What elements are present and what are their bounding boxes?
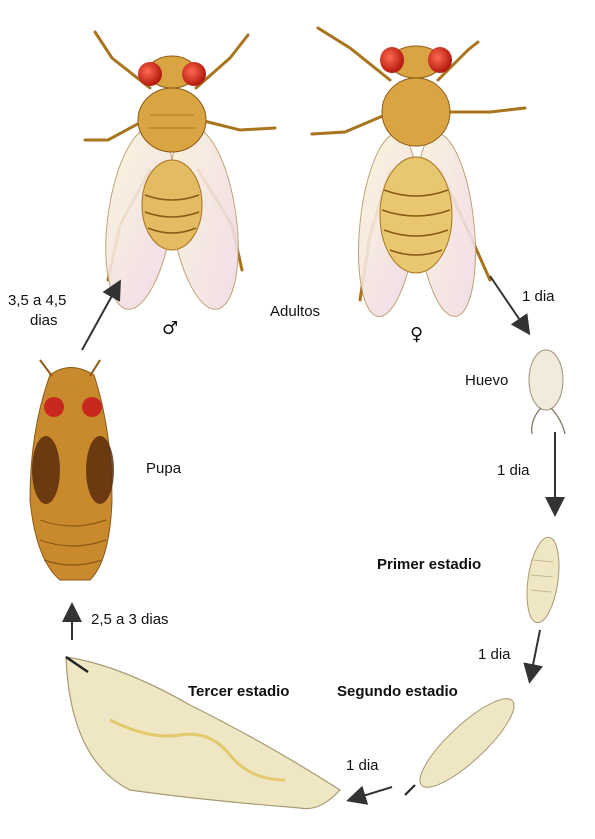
- male-fly: [85, 32, 275, 314]
- female-symbol: ♀: [410, 324, 423, 345]
- pupa: [30, 360, 114, 580]
- arrow-first-to-second: [530, 630, 540, 680]
- duration-first-to-second: 1 dia: [478, 646, 511, 663]
- duration-third-to-pupa: 2,5 a 3 dias: [91, 611, 169, 628]
- duration-pupa-to-adult-line2: dias: [30, 312, 58, 329]
- duration-pupa-to-adult-line1: 3,5 a 4,5: [8, 292, 66, 309]
- duration-second-to-third: 1 dia: [346, 757, 379, 774]
- duration-adult-to-egg: 1 dia: [522, 288, 555, 305]
- duration-egg-to-first: 1 dia: [497, 462, 530, 479]
- first-instar-larva: [522, 535, 564, 624]
- first-instar-label: Primer estadio: [377, 556, 481, 573]
- egg: [529, 350, 565, 434]
- adults-label: Adultos: [270, 303, 320, 320]
- pupa-label: Pupa: [146, 460, 181, 477]
- male-symbol: ♂: [162, 318, 178, 339]
- second-instar-label: Segundo estadio: [337, 683, 458, 700]
- arrow-second-to-third: [350, 787, 392, 800]
- arrow-pupa-to-adult: [82, 283, 119, 350]
- female-fly: [312, 28, 525, 319]
- egg-label: Huevo: [465, 372, 508, 389]
- third-instar-label: Tercer estadio: [188, 683, 289, 700]
- second-instar-larva: [405, 688, 525, 799]
- third-instar-larva: [66, 657, 340, 809]
